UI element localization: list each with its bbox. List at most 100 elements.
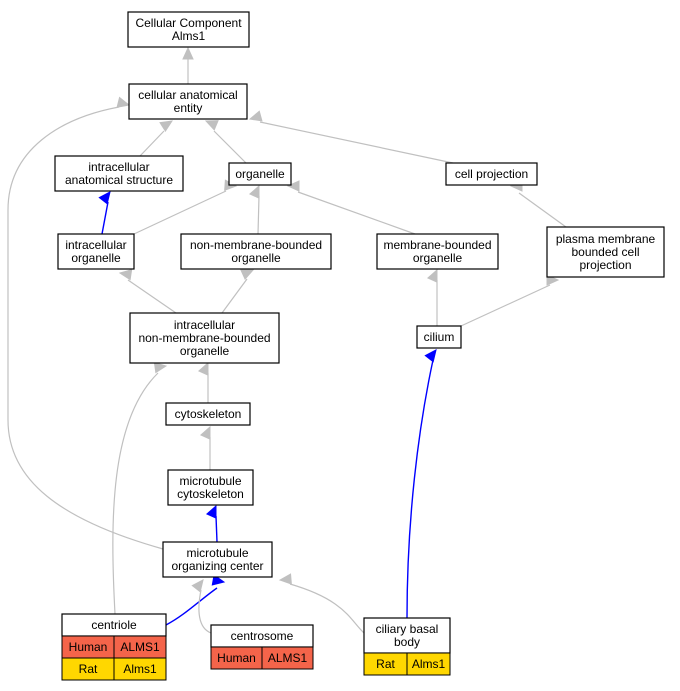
node-label: bounded cell <box>571 245 639 259</box>
arrowhead <box>278 573 292 585</box>
node-label: organelle <box>71 251 121 265</box>
node-label: ciliary basal <box>376 622 439 636</box>
edge-cbb-cilium <box>406 349 437 619</box>
arrowhead <box>98 191 111 205</box>
species-row-human: Human ALMS1 <box>61 635 167 659</box>
species-row-human: Human ALMS1 <box>210 646 314 670</box>
node-cellproj[interactable]: cell projection <box>445 162 538 186</box>
arrowhead <box>426 268 438 283</box>
arrowhead <box>159 120 174 133</box>
node-label: anatomical structure <box>65 173 173 187</box>
edge-mtoc-mtcyto <box>205 504 218 543</box>
arrowhead <box>248 184 260 199</box>
edges <box>7 46 567 634</box>
node-label: membrane-bounded <box>383 238 491 252</box>
arrowhead <box>240 269 255 281</box>
node-label: organizing center <box>171 559 263 573</box>
edge-pmbcp-cp <box>509 180 567 228</box>
node-label: intracellular <box>174 318 235 332</box>
gene-label: ALMS1 <box>268 651 308 665</box>
edge-cilium-pmbcp <box>460 274 560 327</box>
arrowhead <box>286 180 300 192</box>
arrowhead <box>153 361 168 374</box>
node-label: organelle <box>413 251 463 265</box>
edge-cilium-mb <box>426 268 438 326</box>
arrowhead <box>199 425 211 440</box>
node-label: organelle <box>180 344 230 358</box>
arrowhead <box>197 361 209 376</box>
edge-centriole-inmb <box>112 361 168 615</box>
arrowhead <box>191 579 204 593</box>
arrowhead <box>248 110 263 122</box>
node-inmb[interactable]: intracellularnon-membrane-boundedorganel… <box>129 312 280 364</box>
arrowhead <box>118 269 133 281</box>
node-label: plasma membrane <box>556 232 656 246</box>
node-label: cellular anatomical <box>138 88 237 102</box>
arrowhead <box>424 349 437 363</box>
species-row-rat: Rat Alms1 <box>363 652 451 676</box>
node-label: Cellular Component <box>135 16 242 30</box>
node-label: organelle <box>231 251 281 265</box>
node-label: cell projection <box>455 167 528 181</box>
node-label: microtubule <box>186 546 248 560</box>
node-label: intracellular <box>65 238 126 252</box>
edge-inmb-intraorg <box>118 269 177 314</box>
edge-nmb-org <box>248 184 260 235</box>
edge-centriole-mtoc <box>165 574 226 626</box>
arrowhead <box>204 120 219 131</box>
species-label: Human <box>217 651 256 665</box>
species-label: Rat <box>79 662 98 676</box>
edge-intraorg-ias <box>98 191 111 235</box>
species-row-rat: Rat Alms1 <box>61 657 167 681</box>
species-label: Human <box>69 640 108 654</box>
edge-root <box>182 46 194 84</box>
arrowhead <box>205 504 217 519</box>
node-label: centriole <box>91 618 137 632</box>
node-label: cytoskeleton <box>177 487 244 501</box>
node-label: centrosome <box>231 629 294 643</box>
edge-cp-cae <box>248 110 454 164</box>
node-cytoskeleton[interactable]: cytoskeleton <box>165 402 251 426</box>
edge-mtoc-cae <box>7 96 164 550</box>
gene-label: Alms1 <box>123 662 157 676</box>
node-label: projection <box>579 258 631 272</box>
edge-cbb-mtoc <box>278 573 365 634</box>
edge-inmb-nmb <box>221 269 255 314</box>
edge-centrosome-mtoc <box>191 579 212 634</box>
node-label: cilium <box>424 330 455 344</box>
edge-mtcyto-cyto <box>199 425 211 470</box>
arrowhead <box>182 46 194 60</box>
node-label: entity <box>174 101 203 115</box>
node-label: organelle <box>235 167 285 181</box>
gene-label: ALMS1 <box>120 640 160 654</box>
edge-cyto-inmb <box>197 361 209 403</box>
edge-mb-org <box>286 180 416 235</box>
node-label: Alms1 <box>172 29 206 43</box>
gene-label: Alms1 <box>412 657 446 671</box>
node-label: non-membrane-bounded <box>138 331 270 345</box>
edge-ias-cae <box>139 120 174 157</box>
node-organelle[interactable]: organelle <box>228 162 292 186</box>
node-label: body <box>394 635 420 649</box>
arrowhead <box>116 96 131 108</box>
edge-org-cae <box>204 120 247 164</box>
node-label: microtubule <box>179 474 241 488</box>
species-label: Rat <box>376 657 395 671</box>
node-cilium[interactable]: cilium <box>416 325 462 349</box>
node-label: intracellular <box>88 160 149 174</box>
node-label: cytoskeleton <box>175 407 242 421</box>
